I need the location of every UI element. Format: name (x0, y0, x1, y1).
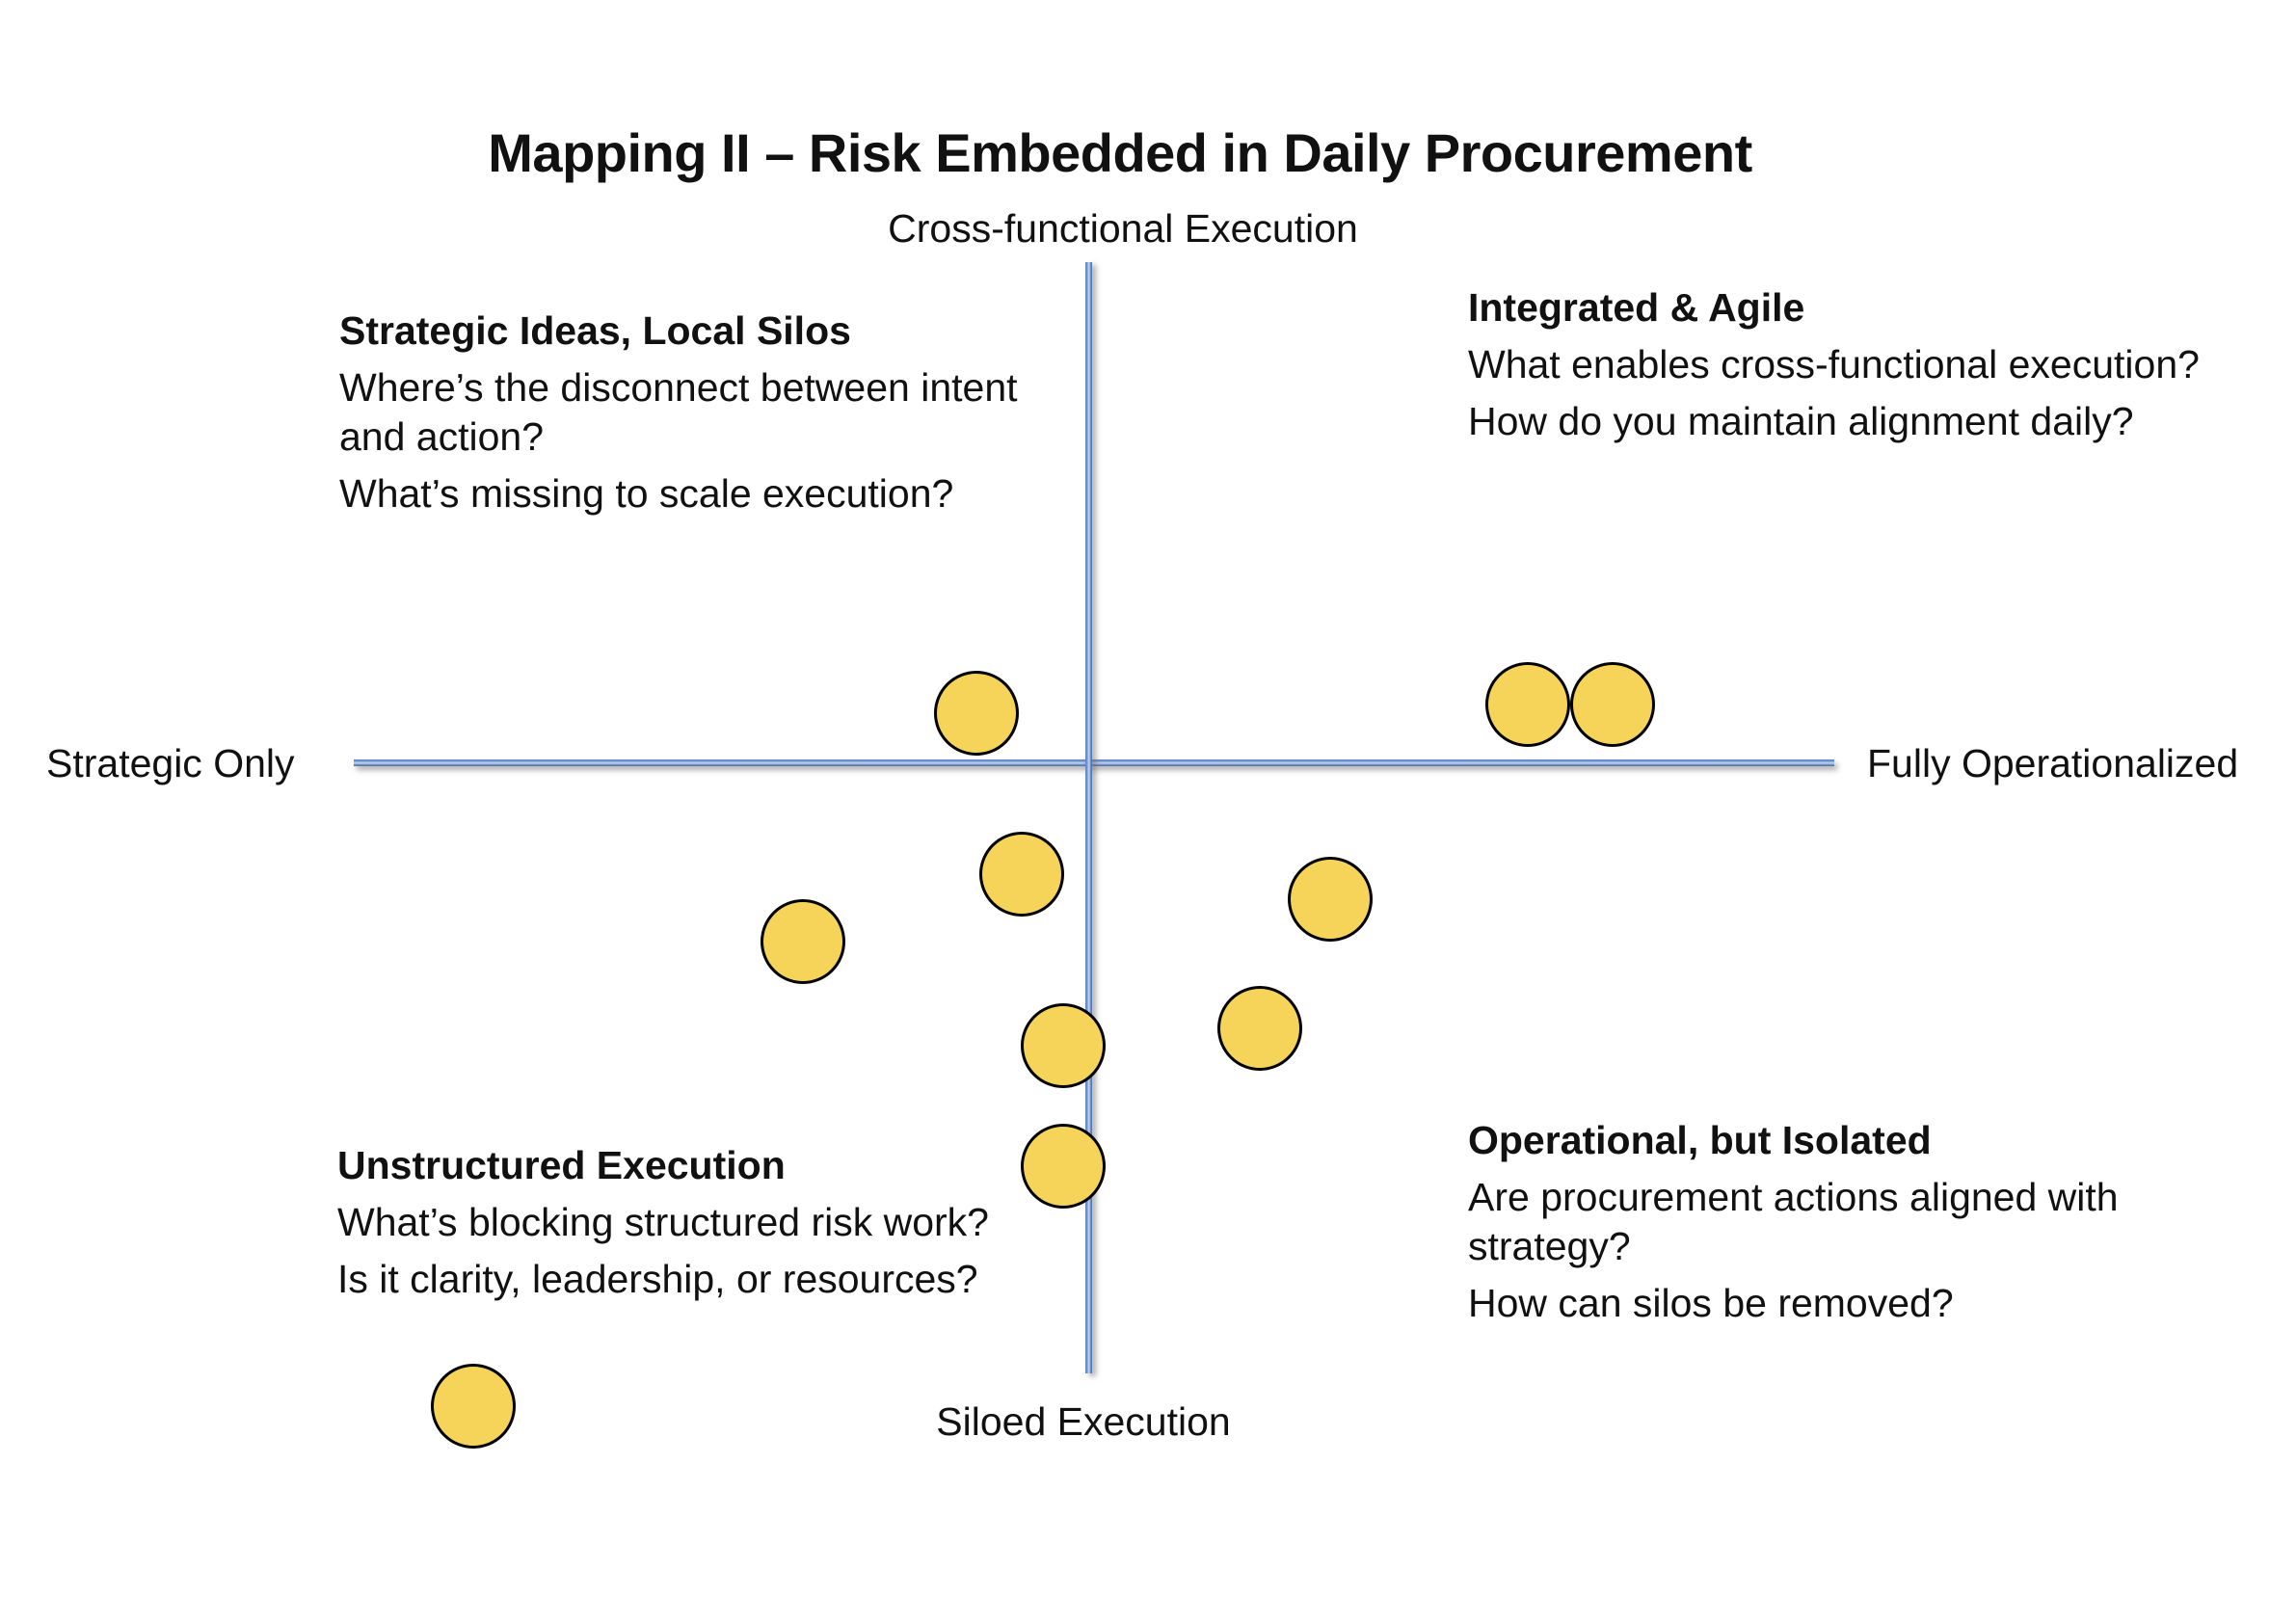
page-title: Mapping II – Risk Embedded in Daily Proc… (488, 122, 1752, 183)
risk-dot[interactable] (979, 832, 1064, 917)
quadrant-heading: Integrated & Agile (1468, 285, 1805, 330)
quadrant-heading: Unstructured Execution (337, 1143, 786, 1187)
risk-dot[interactable] (934, 671, 1019, 756)
quadrant-question: Where’s the disconnect between intent an… (339, 365, 1018, 459)
risk-dot[interactable] (1021, 1124, 1106, 1209)
quadrant-bottom-right: Operational, but Isolated Are procuremen… (1468, 1116, 2162, 1336)
risk-dot[interactable] (1288, 857, 1373, 942)
axis-label-bottom: Siloed Execution (936, 1399, 1231, 1444)
risk-dot[interactable] (1217, 986, 1302, 1071)
risk-dot[interactable] (1570, 662, 1655, 747)
axis-label-right: Fully Operationalized (1867, 741, 2239, 785)
risk-dot[interactable] (431, 1364, 516, 1449)
risk-dot[interactable] (1485, 662, 1570, 747)
quadrant-heading: Strategic Ideas, Local Silos (339, 308, 851, 353)
quadrant-top-right: Integrated & Agile What enables cross-fu… (1468, 283, 2268, 454)
quadrant-question: What enables cross-functional execution? (1468, 342, 2200, 386)
horizontal-axis-line (354, 759, 1834, 766)
quadrant-question: What’s missing to scale execution? (339, 471, 954, 516)
axis-label-left: Strategic Only (46, 741, 295, 785)
vertical-axis-line (1085, 262, 1092, 1373)
axis-label-top: Cross-functional Execution (888, 206, 1358, 251)
quadrant-top-left: Strategic Ideas, Local Silos Where’s the… (339, 306, 1043, 526)
quadrant-question: Is it clarity, leadership, or resources? (337, 1257, 978, 1301)
quadrant-bottom-left: Unstructured Execution What’s blocking s… (337, 1141, 1137, 1312)
quadrant-question: What’s blocking structured risk work? (337, 1200, 989, 1244)
risk-dot[interactable] (1021, 1003, 1106, 1088)
quadrant-question: Are procurement actions aligned with str… (1468, 1175, 2119, 1268)
risk-dot[interactable] (761, 899, 845, 984)
quadrant-heading: Operational, but Isolated (1468, 1118, 1932, 1162)
quadrant-question: How can silos be removed? (1468, 1281, 1954, 1325)
quadrant-question: How do you maintain alignment daily? (1468, 399, 2134, 443)
